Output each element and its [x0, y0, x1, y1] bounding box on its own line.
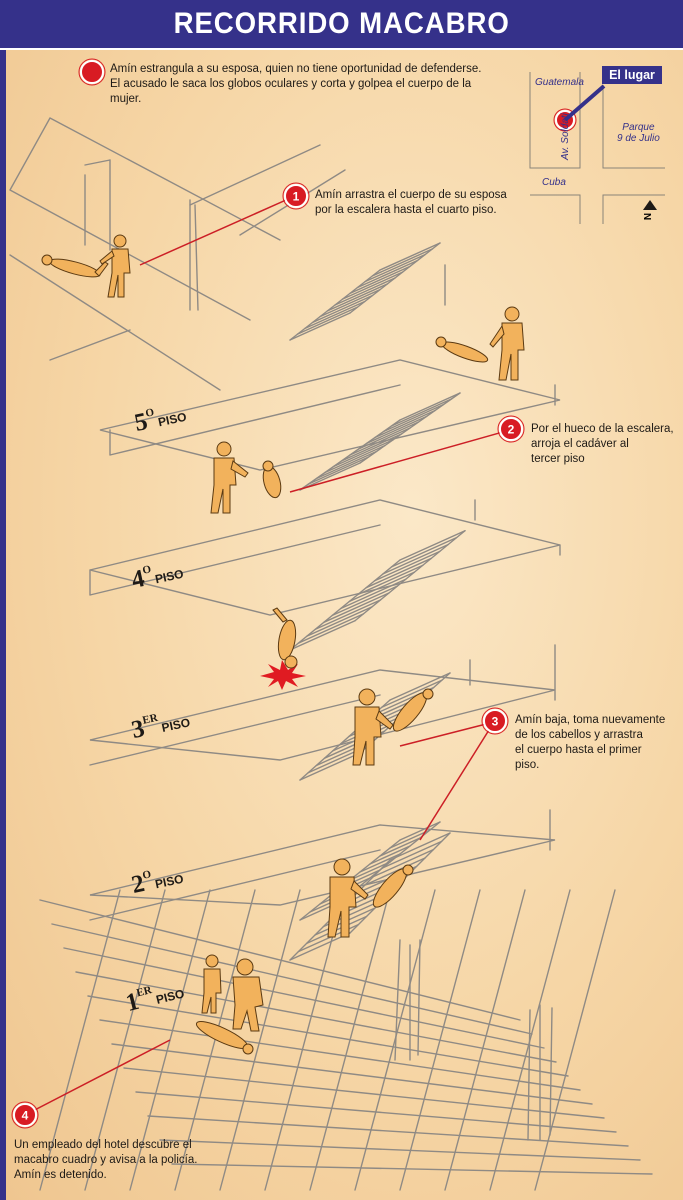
floor-tile-line	[87, 995, 569, 1077]
step-marker-number: 1	[293, 190, 300, 204]
figure-victim-4	[262, 460, 282, 499]
street-soldati: Av. Soldati	[560, 113, 571, 160]
figure-victim-1	[195, 1021, 254, 1055]
north-label: N	[643, 212, 655, 221]
floor-tile-line	[111, 1043, 593, 1105]
floor-tile-line	[39, 899, 521, 1021]
map-pointer	[563, 84, 606, 122]
figure-victim-falling	[272, 607, 298, 669]
figure-amin-4	[210, 441, 249, 514]
stair-flight	[289, 242, 441, 341]
step-marker-number: 2	[508, 423, 515, 437]
step-marker-3: 3	[481, 707, 509, 735]
floor-tile-line	[171, 1163, 653, 1175]
street-cuba: Cuba	[542, 177, 566, 188]
figure-amin-2	[327, 858, 369, 938]
step-3-text: Amín baja, toma nuevamente de los cabell…	[515, 714, 666, 771]
floor-tile-line	[123, 1067, 605, 1119]
north-arrow-icon	[643, 200, 657, 210]
floor-tile-line	[534, 889, 616, 1191]
floor-tile-line	[354, 889, 436, 1191]
leader-4	[24, 1039, 171, 1116]
figure-victim-3	[392, 688, 434, 732]
floor-tile-line	[135, 1091, 617, 1133]
column	[189, 199, 199, 311]
floor-tile-line	[84, 889, 166, 1191]
floor-tile-line	[39, 889, 121, 1191]
figure-amin-3	[352, 688, 394, 766]
doorway	[84, 159, 111, 251]
floor-tile-line	[309, 889, 391, 1191]
floor-tile-line	[444, 889, 526, 1191]
floor-tile-line	[51, 923, 533, 1035]
floor-tile-line	[219, 889, 301, 1191]
step-1-text: Amín arrastra el cuerpo de su esposa por…	[315, 189, 507, 216]
ground-column-1	[394, 939, 421, 1061]
landing-5	[99, 359, 561, 471]
ground-column-2	[527, 1004, 553, 1141]
step-marker-4: 4	[11, 1101, 39, 1129]
blood-splash	[260, 660, 306, 690]
location-map	[529, 72, 665, 224]
stair-flight	[289, 530, 466, 651]
floor-tile-line	[174, 889, 256, 1191]
leader-1	[139, 195, 296, 266]
landing-2	[89, 824, 556, 906]
floor-tile-line	[159, 1139, 641, 1161]
figure-victim-5-right	[435, 336, 489, 363]
left-frame-bar	[0, 0, 6, 1200]
header-bar: RECORRIDO MACABRO	[0, 0, 683, 50]
page-title: RECORRIDO MACABRO	[173, 7, 510, 40]
step-marker-number: 3	[492, 715, 499, 729]
figure-victim-2	[372, 864, 414, 908]
floor-tile-line	[99, 1019, 581, 1091]
leader-lines	[24, 195, 511, 1116]
leader-3a	[399, 721, 495, 747]
floor-tile-line	[63, 947, 545, 1049]
figure-victim-top	[41, 254, 109, 278]
stair-flight	[299, 392, 461, 491]
step-marker-1: 1	[282, 182, 310, 210]
figure-amin-5-right	[489, 306, 525, 381]
figure-amin-1	[232, 958, 264, 1032]
floor-tile-line	[399, 889, 481, 1191]
floor-tile-line	[264, 889, 346, 1191]
map-title: El lugar	[602, 66, 662, 84]
park-label: Parque 9 de Julio	[617, 122, 660, 144]
figure-amin-top	[99, 234, 131, 298]
step-marker-number: 4	[22, 1109, 29, 1123]
landing-4	[89, 499, 561, 616]
step-4-text: Un empleado del hotel descubre el macabr…	[14, 1139, 198, 1181]
figure-employee	[201, 954, 222, 1014]
marker-intro	[78, 58, 106, 86]
corridor-wall	[9, 117, 281, 391]
street-guatemala: Guatemala	[535, 77, 584, 88]
intro-text: Amín estrangula a su esposa, quien no ti…	[110, 63, 482, 105]
leader-3b	[419, 721, 495, 841]
floor-tile-line	[75, 971, 557, 1063]
step-2-text: Por el hueco de la escalera, arroja el c…	[531, 423, 674, 465]
step-marker-2: 2	[497, 415, 525, 443]
leader-2	[289, 429, 511, 493]
